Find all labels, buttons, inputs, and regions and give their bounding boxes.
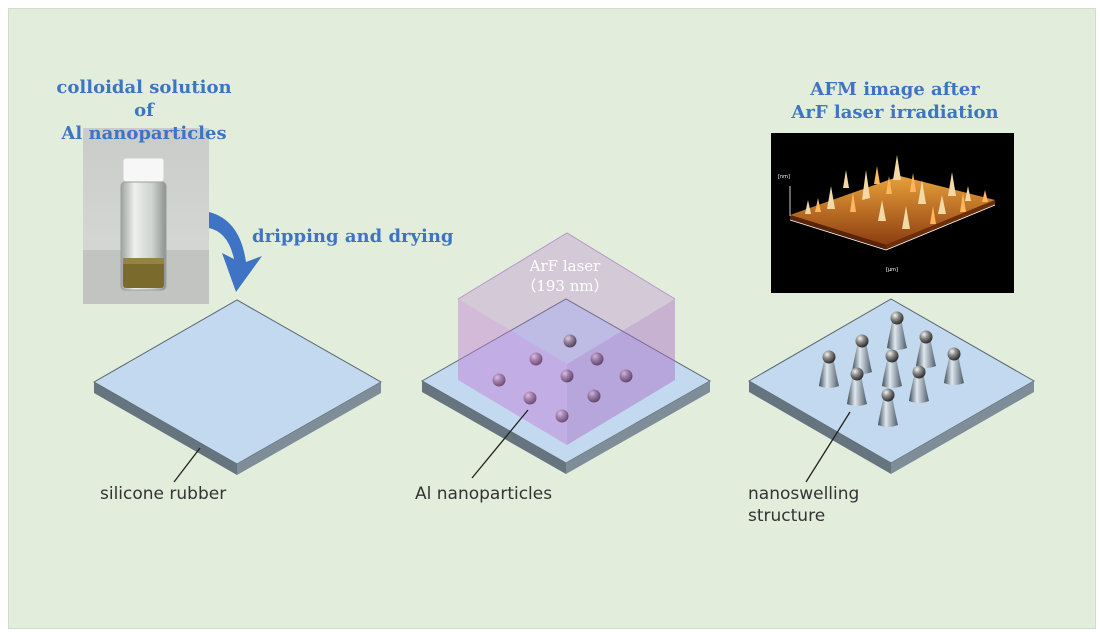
nanoswelling-cone xyxy=(882,349,902,388)
afm-z-axis-label: [nm] xyxy=(778,174,790,180)
nanoparticle xyxy=(555,409,569,423)
silicone-rubber-pointer xyxy=(173,447,201,483)
nanoparticles-pointer xyxy=(471,409,529,479)
nanoswelling-cone xyxy=(852,334,872,374)
nanoswelling-cone xyxy=(944,347,964,385)
nanoswelling-cone xyxy=(878,388,898,427)
nanoparticle xyxy=(560,369,574,383)
nanoparticle xyxy=(587,389,601,403)
dripping-and-drying-label: dripping and drying xyxy=(252,226,454,247)
nanoswelling-cone xyxy=(819,350,839,388)
nanoswelling-structure-caption: nanoswelling structure xyxy=(748,484,860,526)
nanoswelling-structures xyxy=(819,311,964,427)
nanoparticle xyxy=(619,369,633,383)
nanoparticle xyxy=(590,352,604,366)
dripping-arrow-icon xyxy=(209,212,262,292)
nanoswelling-pointer xyxy=(805,411,851,483)
nanoparticle xyxy=(523,391,537,405)
nanoparticle xyxy=(492,373,506,387)
arf-laser-label: ArF laser （193 nm） xyxy=(521,257,609,295)
nanoswelling-cone xyxy=(847,367,867,406)
colloidal-solution-title: colloidal solution of Al nanoparticles xyxy=(56,77,232,144)
afm-x-axis-label: [μm] xyxy=(886,267,898,273)
afm-image-title: AFM image after ArF laser irradiation xyxy=(791,79,999,123)
nanoswelling-cone xyxy=(909,365,929,403)
al-nanoparticles-caption: Al nanoparticles xyxy=(415,484,553,504)
arf-laser-beam xyxy=(457,232,676,445)
nanoparticle xyxy=(529,352,543,366)
al-nanoparticles xyxy=(492,334,633,423)
nanoparticle xyxy=(563,334,577,348)
nanoswelling-cone xyxy=(916,330,936,368)
silicone-rubber-caption: silicone rubber xyxy=(100,484,227,504)
silicone-rubber-substrate xyxy=(92,299,383,475)
nanoswelling-cone xyxy=(887,311,907,350)
afm-image: [nm] [μm] xyxy=(771,133,1014,293)
vial-photo xyxy=(83,128,209,304)
